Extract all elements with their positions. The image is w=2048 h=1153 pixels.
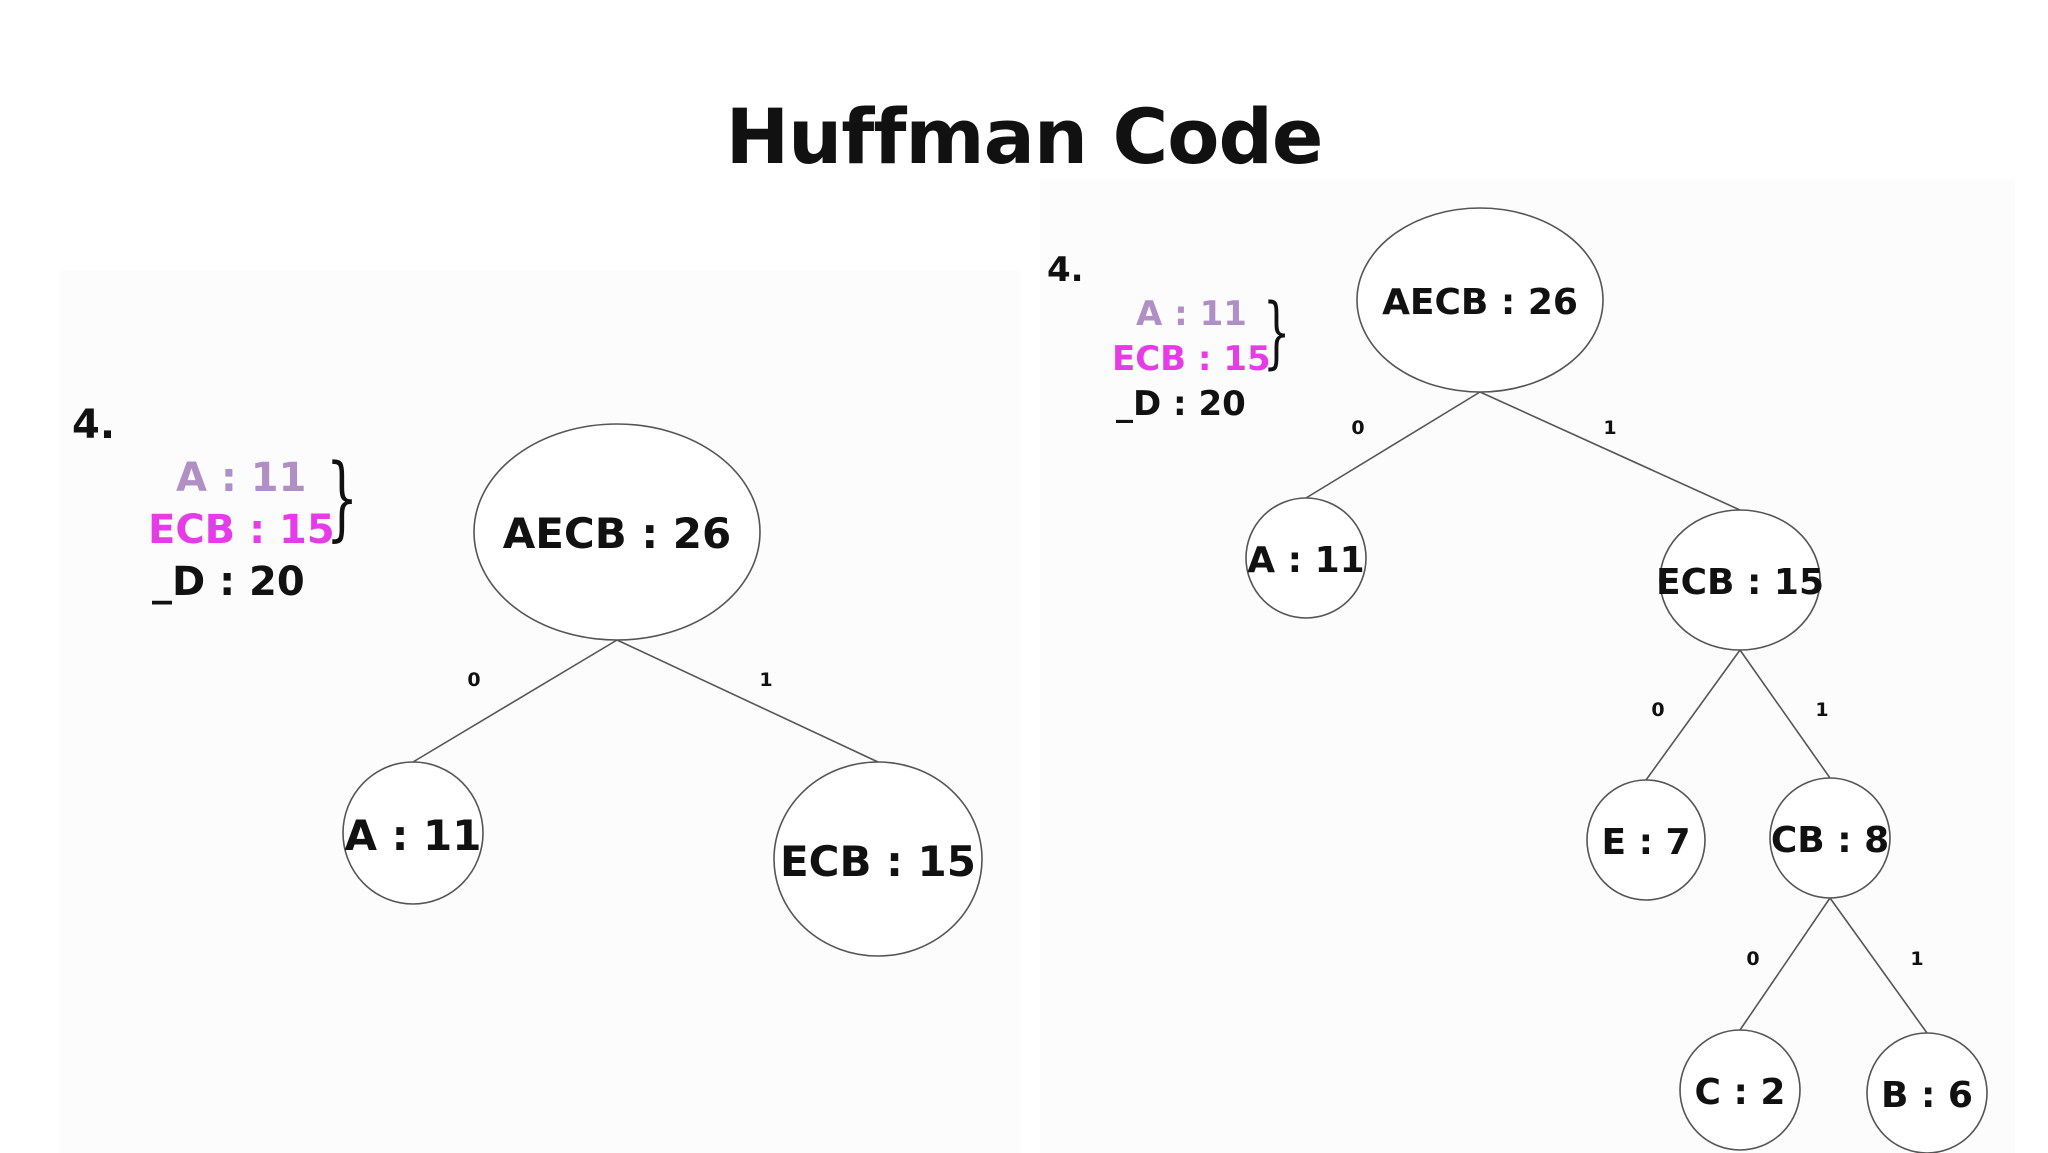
right-edge-label-root-1: 1 bbox=[1603, 417, 1616, 439]
right-step-number: 4. bbox=[1047, 250, 1084, 290]
right-node-ecb bbox=[1659, 509, 1821, 651]
left-queue-d: _D : 20 bbox=[152, 559, 305, 605]
left-edge-label-0: 0 bbox=[467, 669, 480, 691]
left-node-ecb-label: ECB : 15 bbox=[780, 837, 976, 886]
right-node-c-label: C : 2 bbox=[1695, 1072, 1786, 1113]
left-edge-root-ecb bbox=[616, 639, 879, 763]
right-queue-d: _D : 20 bbox=[1116, 384, 1246, 424]
right-queue-brace: } bbox=[1263, 288, 1291, 378]
left-node-root-label: AECB : 26 bbox=[503, 509, 732, 558]
right-queue-ecb: ECB : 15 bbox=[1112, 339, 1271, 379]
right-edge-label-cb-1: 1 bbox=[1910, 948, 1923, 970]
right-edge-cb-b bbox=[1829, 897, 1928, 1034]
right-edge-ecb-cb bbox=[1739, 649, 1831, 779]
left-queue: A : 11 ECB : 15 _D : 20 bbox=[148, 452, 335, 608]
right-edge-cb-c bbox=[1739, 897, 1831, 1031]
right-node-b bbox=[1866, 1032, 1988, 1153]
right-edge-root-ecb bbox=[1479, 391, 1741, 511]
right-node-root-label: AECB : 26 bbox=[1382, 282, 1578, 323]
right-node-b-label: B : 6 bbox=[1881, 1075, 1973, 1116]
right-edge-label-ecb-0: 0 bbox=[1651, 699, 1664, 721]
left-step-number: 4. bbox=[72, 402, 116, 448]
right-edge-label-ecb-1: 1 bbox=[1815, 699, 1828, 721]
right-edge-ecb-e bbox=[1645, 649, 1741, 781]
left-queue-ecb: ECB : 15 bbox=[148, 507, 335, 553]
right-node-ecb-label: ECB : 15 bbox=[1656, 562, 1824, 603]
left-panel-background bbox=[60, 270, 1020, 1153]
right-node-cb-label: CB : 8 bbox=[1771, 820, 1889, 861]
left-edge-root-a bbox=[412, 639, 618, 763]
left-node-a-label: A : 11 bbox=[345, 811, 482, 860]
right-edge-root-a bbox=[1305, 391, 1481, 499]
right-node-root bbox=[1356, 207, 1604, 393]
right-node-a-label: A : 11 bbox=[1247, 540, 1364, 581]
right-queue: A : 11 ECB : 15 _D : 20 bbox=[1112, 292, 1271, 427]
left-node-root bbox=[473, 423, 761, 641]
right-edge-label-root-0: 0 bbox=[1351, 417, 1364, 439]
right-node-cb bbox=[1769, 777, 1891, 899]
right-node-c bbox=[1679, 1029, 1801, 1151]
right-node-a bbox=[1245, 497, 1367, 619]
page-title: Huffman Code bbox=[725, 92, 1324, 181]
right-node-e bbox=[1586, 779, 1706, 901]
right-queue-a: A : 11 bbox=[1136, 294, 1247, 334]
right-edge-label-cb-0: 0 bbox=[1746, 948, 1759, 970]
left-node-ecb bbox=[773, 761, 983, 957]
left-queue-a: A : 11 bbox=[176, 455, 307, 501]
left-queue-brace: } bbox=[326, 444, 359, 551]
left-edge-label-1: 1 bbox=[759, 669, 772, 691]
left-node-a bbox=[342, 761, 484, 905]
right-node-e-label: E : 7 bbox=[1601, 822, 1690, 863]
